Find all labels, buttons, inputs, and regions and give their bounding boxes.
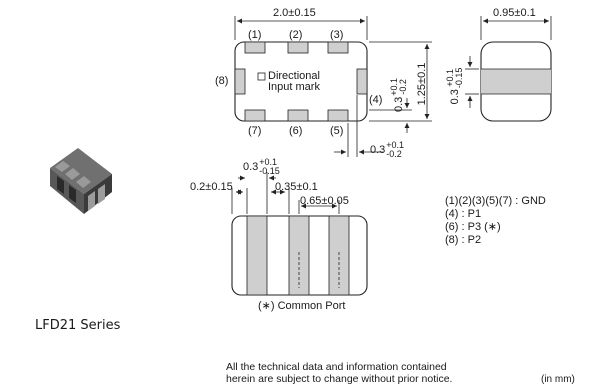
common-port-note: (∗) Common Port — [258, 300, 346, 312]
directional-mark-line1: Directional — [268, 70, 320, 82]
pin-label-6: (6) — [289, 125, 303, 137]
pad-1 — [244, 41, 266, 54]
top-pad-height-main: 0.3 — [392, 96, 405, 112]
top-bottom-pad-main: 0.3 — [370, 143, 386, 156]
bottom-pad-width-main: 0.3 — [243, 160, 259, 173]
pin-label-8: (8) — [215, 75, 229, 87]
pad-6 — [287, 109, 309, 122]
pad-7 — [244, 109, 266, 122]
series-name: LFD21 Series — [35, 318, 121, 333]
top-width-dim: 2.0±0.15 — [273, 7, 316, 19]
pad-3 — [327, 41, 349, 54]
directional-mark-label: Directional Input mark — [268, 71, 320, 93]
pin-label-2: (2) — [289, 29, 303, 41]
pad-8 — [234, 68, 246, 95]
top-height-dim: 1.25±0.1 — [416, 62, 428, 106]
top-bottom-pad-dim: 0.3+0.1-0.2 — [370, 141, 404, 159]
bottom-pad-3 — [328, 215, 350, 296]
bottom-pad-width-dim: 0.3+0.1-0.15 — [243, 158, 280, 176]
side-height-dim: 0.3+0.1-0.15 — [445, 67, 464, 105]
directional-mark-line2: Input mark — [268, 81, 320, 93]
pin-legend-gnd: (1)(2)(3)(5)(7) : GND — [445, 195, 546, 207]
side-height-main: 0.3 — [448, 89, 461, 105]
top-pad-height-dim: 0.3+0.1-0.2 — [389, 78, 408, 112]
top-bottom-pad-minus: -0.2 — [386, 149, 402, 159]
disclaimer-line2: herein are subject to change without pri… — [226, 373, 453, 385]
pin-label-7: (7) — [248, 125, 262, 137]
pin-label-4: (4) — [369, 94, 383, 106]
disclaimer-line1: All the technical data and information c… — [226, 361, 447, 373]
pad-4 — [356, 68, 368, 95]
bottom-pad-2 — [288, 215, 310, 296]
side-width-dim: 0.95±0.1 — [493, 7, 536, 19]
side-view-band — [481, 69, 551, 94]
top-bottom-pad-plus: +0.1 — [386, 140, 405, 150]
component-photo — [50, 148, 112, 214]
bottom-pad-1 — [246, 215, 268, 296]
unit-note: (in mm) — [541, 374, 575, 385]
bottom-left-margin-dim: 0.2±0.15 — [190, 181, 233, 193]
pad-2 — [287, 41, 309, 54]
bottom-pad-width-plus: +0.1 — [259, 157, 278, 167]
pin-label-1: (1) — [248, 29, 262, 41]
pin-legend-p3: (6) : P3 (∗) — [445, 221, 501, 233]
side-height-minus: -0.15 — [454, 67, 464, 89]
pad-5 — [327, 109, 349, 122]
bottom-pitch-dim: 0.65±0.05 — [300, 195, 349, 207]
pin-legend-p2: (8) : P2 — [445, 234, 482, 246]
top-pad-height-minus: -0.2 — [398, 79, 408, 95]
bottom-gap-dim: 0.35±0.1 — [275, 181, 318, 193]
pin-legend-p1: (4) : P1 — [445, 208, 482, 220]
bottom-pad-width-minus: -0.15 — [259, 166, 280, 176]
pin-label-3: (3) — [330, 29, 344, 41]
pin-label-5: (5) — [330, 125, 344, 137]
directional-mark — [257, 72, 266, 81]
